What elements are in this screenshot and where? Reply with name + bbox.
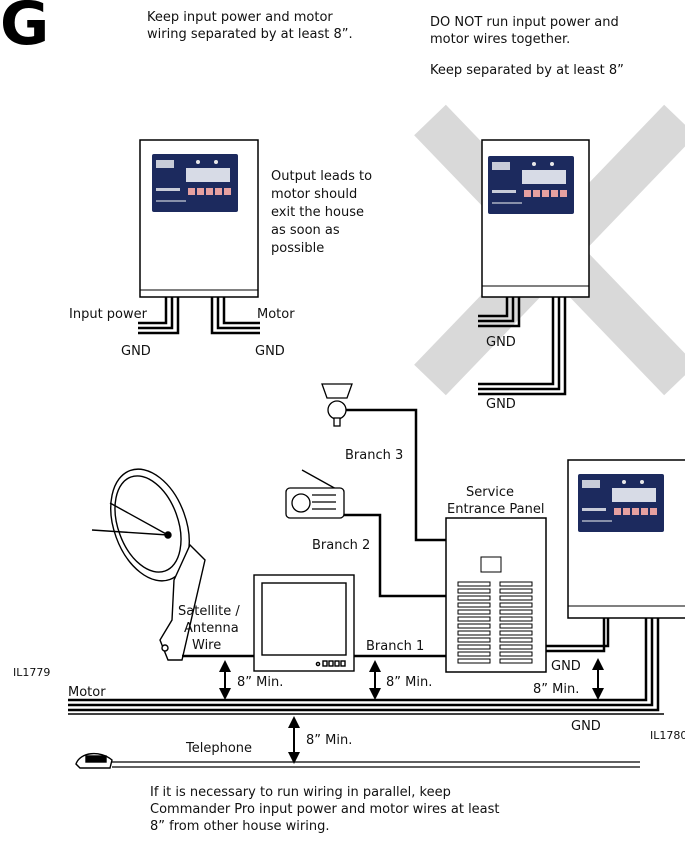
gnd-left-1: GND: [121, 344, 151, 359]
satellite-label-2: Antenna: [184, 621, 239, 636]
service-entrance-panel: [445, 517, 547, 673]
figure-id-right: IL1780: [650, 729, 685, 742]
satellite-dish-icon: [91, 468, 206, 661]
breaker-slot: [499, 602, 533, 608]
telephone-label: Telephone: [186, 741, 253, 756]
output-note-line-3: exit the house: [271, 205, 364, 220]
figure-id-left: IL1779: [13, 666, 51, 679]
satellite-label-1: Satellite /: [178, 604, 240, 619]
breaker-slot: [457, 658, 491, 664]
bottom-note-line-1: If it is necessary to run wiring in para…: [150, 785, 451, 800]
panel-to-controller-wires: [546, 618, 610, 653]
breaker-slot: [457, 609, 491, 615]
bottom-note-line-2: Commander Pro input power and motor wire…: [150, 802, 500, 817]
right-top-controller-wires: [478, 297, 567, 396]
breaker-slot: [457, 581, 491, 587]
breaker-slot: [457, 637, 491, 643]
breaker-slot: [457, 588, 491, 594]
min-label-3: 8” Min.: [533, 682, 580, 697]
top-right-note-line-1: DO NOT run input power and: [430, 15, 619, 30]
min-label-4: 8” Min.: [306, 733, 353, 748]
telephone-icon: [75, 753, 113, 769]
lamp-icon: [321, 383, 353, 427]
top-left-note-line-1: Keep input power and motor: [147, 10, 333, 25]
min-label-2: 8” Min.: [386, 675, 433, 690]
gnd-bottom-1: GND: [551, 659, 581, 674]
breaker-slot: [499, 644, 533, 650]
gnd-right-1: GND: [486, 335, 516, 350]
breaker-slot: [457, 651, 491, 657]
gnd-bottom-2: GND: [571, 719, 601, 734]
output-note-line-5: possible: [271, 241, 325, 256]
breaker-slot: [457, 602, 491, 608]
output-note-line-2: motor should: [271, 187, 358, 202]
service-panel-label-2: Entrance Panel: [447, 502, 545, 517]
breaker-slot: [499, 595, 533, 601]
breaker-slot: [457, 644, 491, 650]
left-controller: [139, 139, 259, 298]
breaker-slot: [499, 609, 533, 615]
gnd-right-2: GND: [486, 397, 516, 412]
right-top-controller: [481, 139, 590, 298]
breaker-slot: [499, 623, 533, 629]
tv-icon: [253, 574, 355, 672]
right-bottom-controller: [567, 459, 685, 619]
breaker-slot: [499, 637, 533, 643]
breaker-slot: [499, 581, 533, 587]
output-note-line-1: Output leads to: [271, 169, 373, 184]
branch-3-label: Branch 3: [345, 448, 404, 463]
breaker-slot: [457, 623, 491, 629]
satellite-label-3: Wire: [192, 638, 222, 653]
service-panel-label-1: Service: [466, 485, 515, 500]
branch-1-label: Branch 1: [366, 639, 425, 654]
min-label-1: 8” Min.: [237, 675, 284, 690]
motor-label-left: Motor: [257, 307, 295, 322]
min-distance-arrows: [219, 658, 604, 764]
breaker-slot: [457, 630, 491, 636]
output-note-line-4: as soon as: [271, 223, 340, 238]
gnd-left-2: GND: [255, 344, 285, 359]
top-right-note-line-2: motor wires together.: [430, 32, 571, 47]
breaker-slot: [457, 595, 491, 601]
branch-2-label: Branch 2: [312, 538, 371, 553]
left-controller-wires: [138, 297, 260, 335]
input-power-label: Input power: [69, 307, 147, 322]
top-left-note-line-2: wiring separated by at least 8”.: [147, 27, 353, 42]
bottom-note-line-3: 8” from other house wiring.: [150, 819, 330, 834]
branch-3-wire: [346, 408, 446, 542]
telephone-line: [112, 761, 640, 768]
branch-2-wire: [344, 513, 446, 598]
breaker-slot: [457, 616, 491, 622]
right-bottom-controller-wires: [68, 618, 664, 715]
top-right-note-2: Keep separated by at least 8”: [430, 63, 624, 78]
breaker-slot: [499, 651, 533, 657]
breaker-slot: [499, 658, 533, 664]
breaker-slot: [499, 588, 533, 594]
motor-label-bottom: Motor: [68, 685, 106, 700]
radio-icon: [285, 469, 345, 519]
breaker-slot: [499, 630, 533, 636]
chapter-mark: G: [0, 0, 50, 59]
breaker-slot: [499, 616, 533, 622]
